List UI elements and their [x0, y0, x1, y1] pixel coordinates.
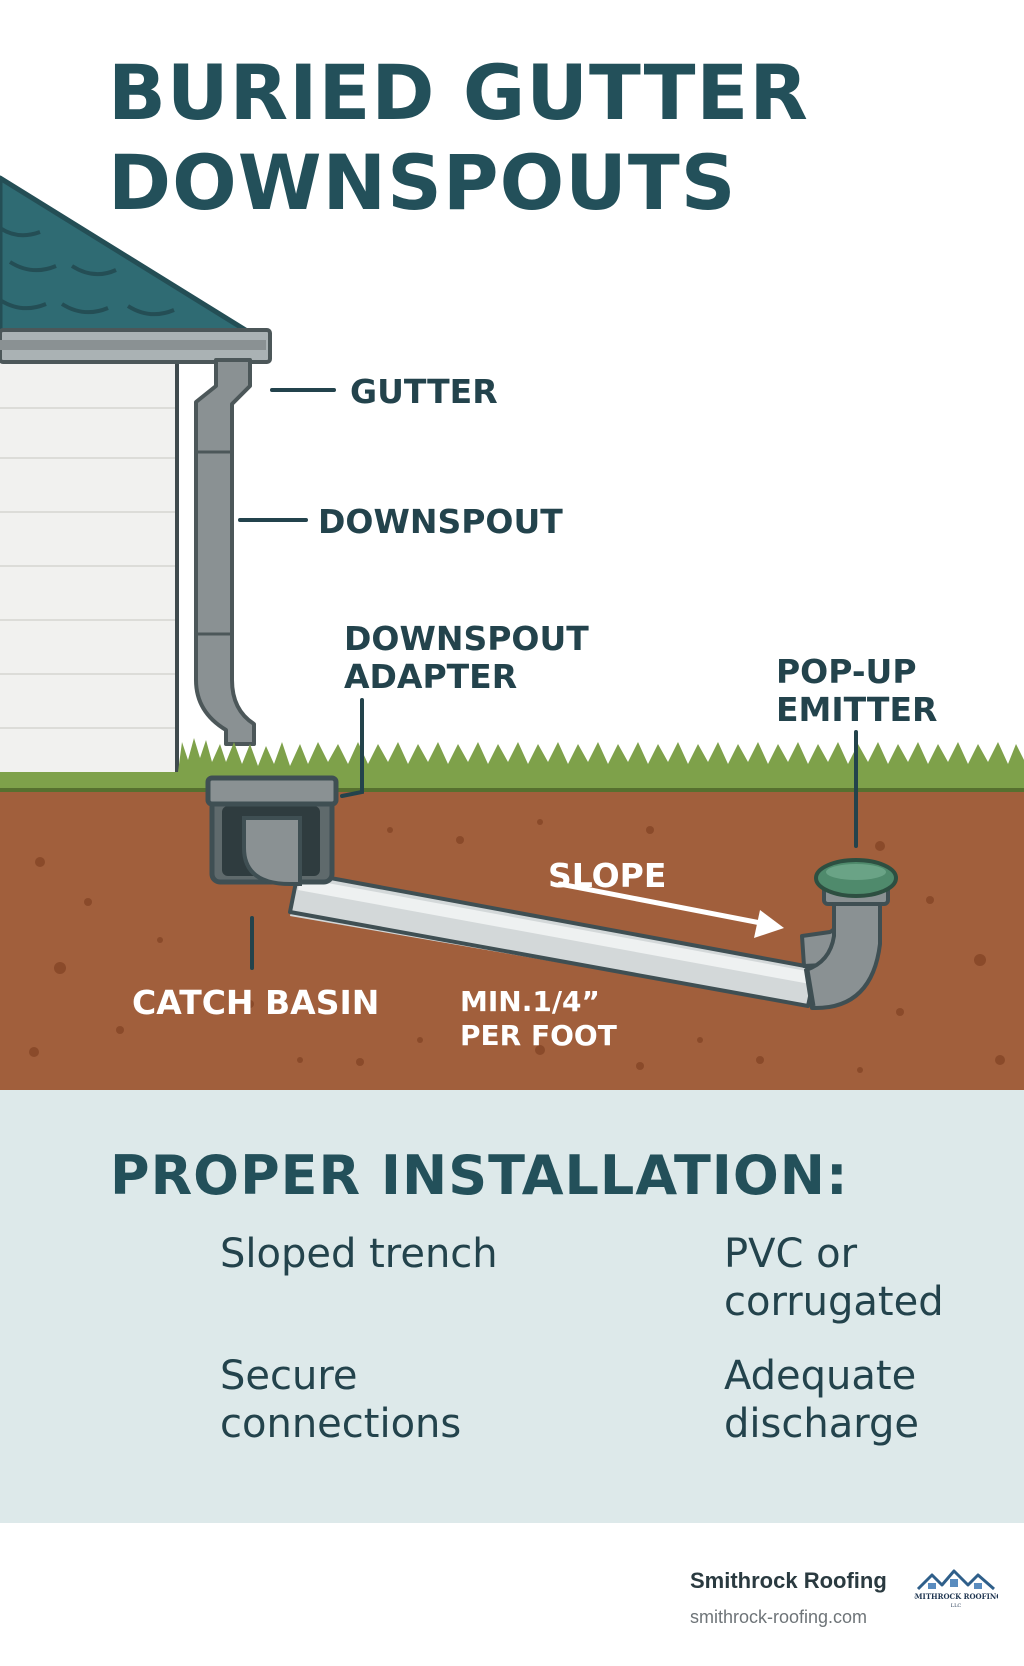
pop-up-emitter-label: POP-UP EMITTER	[776, 653, 937, 729]
item-text-line: corrugated	[724, 1279, 944, 1325]
house-wall	[0, 360, 179, 780]
item-text-line: Secure	[220, 1353, 358, 1399]
min-slope-line-1: MIN.1/4”	[460, 985, 600, 1018]
adapter-label-line-1: DOWNSPOUT	[344, 619, 589, 658]
installation-heading: PROPER INSTALLATION:	[110, 1144, 849, 1207]
logo-text-line-1: SMITHROCK ROOFING	[914, 1592, 998, 1601]
item-text-line: Sloped trench	[220, 1231, 498, 1277]
item-secure-connections: Secure connections	[220, 1352, 461, 1448]
emitter-label-line-1: POP-UP	[776, 652, 917, 691]
min-slope-label: MIN.1/4” PER FOOT	[460, 985, 617, 1053]
item-text-line: discharge	[724, 1401, 919, 1447]
min-slope-line-2: PER FOOT	[460, 1019, 617, 1052]
item-adequate-discharge: Adequate discharge	[724, 1352, 919, 1448]
item-text-line: PVC or	[724, 1231, 858, 1277]
item-pvc-corrugated: PVC or corrugated	[724, 1230, 944, 1326]
slope-label: SLOPE	[548, 856, 667, 895]
item-sloped-trench: Sloped trench	[220, 1230, 498, 1278]
downspout-label: DOWNSPOUT	[318, 502, 563, 541]
catch-basin	[205, 775, 339, 886]
gutter-label: GUTTER	[350, 372, 498, 411]
downspout	[194, 358, 256, 746]
title-line-1: BURIED GUTTER	[108, 48, 809, 137]
adapter-label-line-2: ADAPTER	[344, 657, 518, 696]
drain-pipe	[288, 870, 882, 1011]
smithrock-logo: SMITHROCK ROOFING LLC	[914, 1569, 998, 1609]
leader-lines	[238, 388, 858, 970]
pop-up-emitter	[814, 858, 898, 906]
page-title: BURIED GUTTER DOWNSPOUTS	[108, 48, 809, 228]
roof	[0, 175, 272, 364]
item-text-line: Adequate	[724, 1353, 917, 1399]
emitter-label-line-2: EMITTER	[776, 690, 938, 729]
logo-text-line-2: LLC	[951, 1603, 962, 1609]
footer	[0, 1523, 1024, 1666]
installation-section	[0, 1090, 1024, 1523]
brand-name: Smithrock Roofing	[690, 1568, 887, 1593]
slope-arrow	[557, 881, 784, 938]
title-line-2: DOWNSPOUTS	[108, 138, 737, 227]
item-text-line: connections	[220, 1401, 462, 1447]
brand-url[interactable]: smithrock-roofing.com	[690, 1607, 868, 1627]
catch-basin-label: CATCH BASIN	[132, 983, 380, 1022]
downspout-adapter-label: DOWNSPOUT ADAPTER	[344, 620, 589, 696]
